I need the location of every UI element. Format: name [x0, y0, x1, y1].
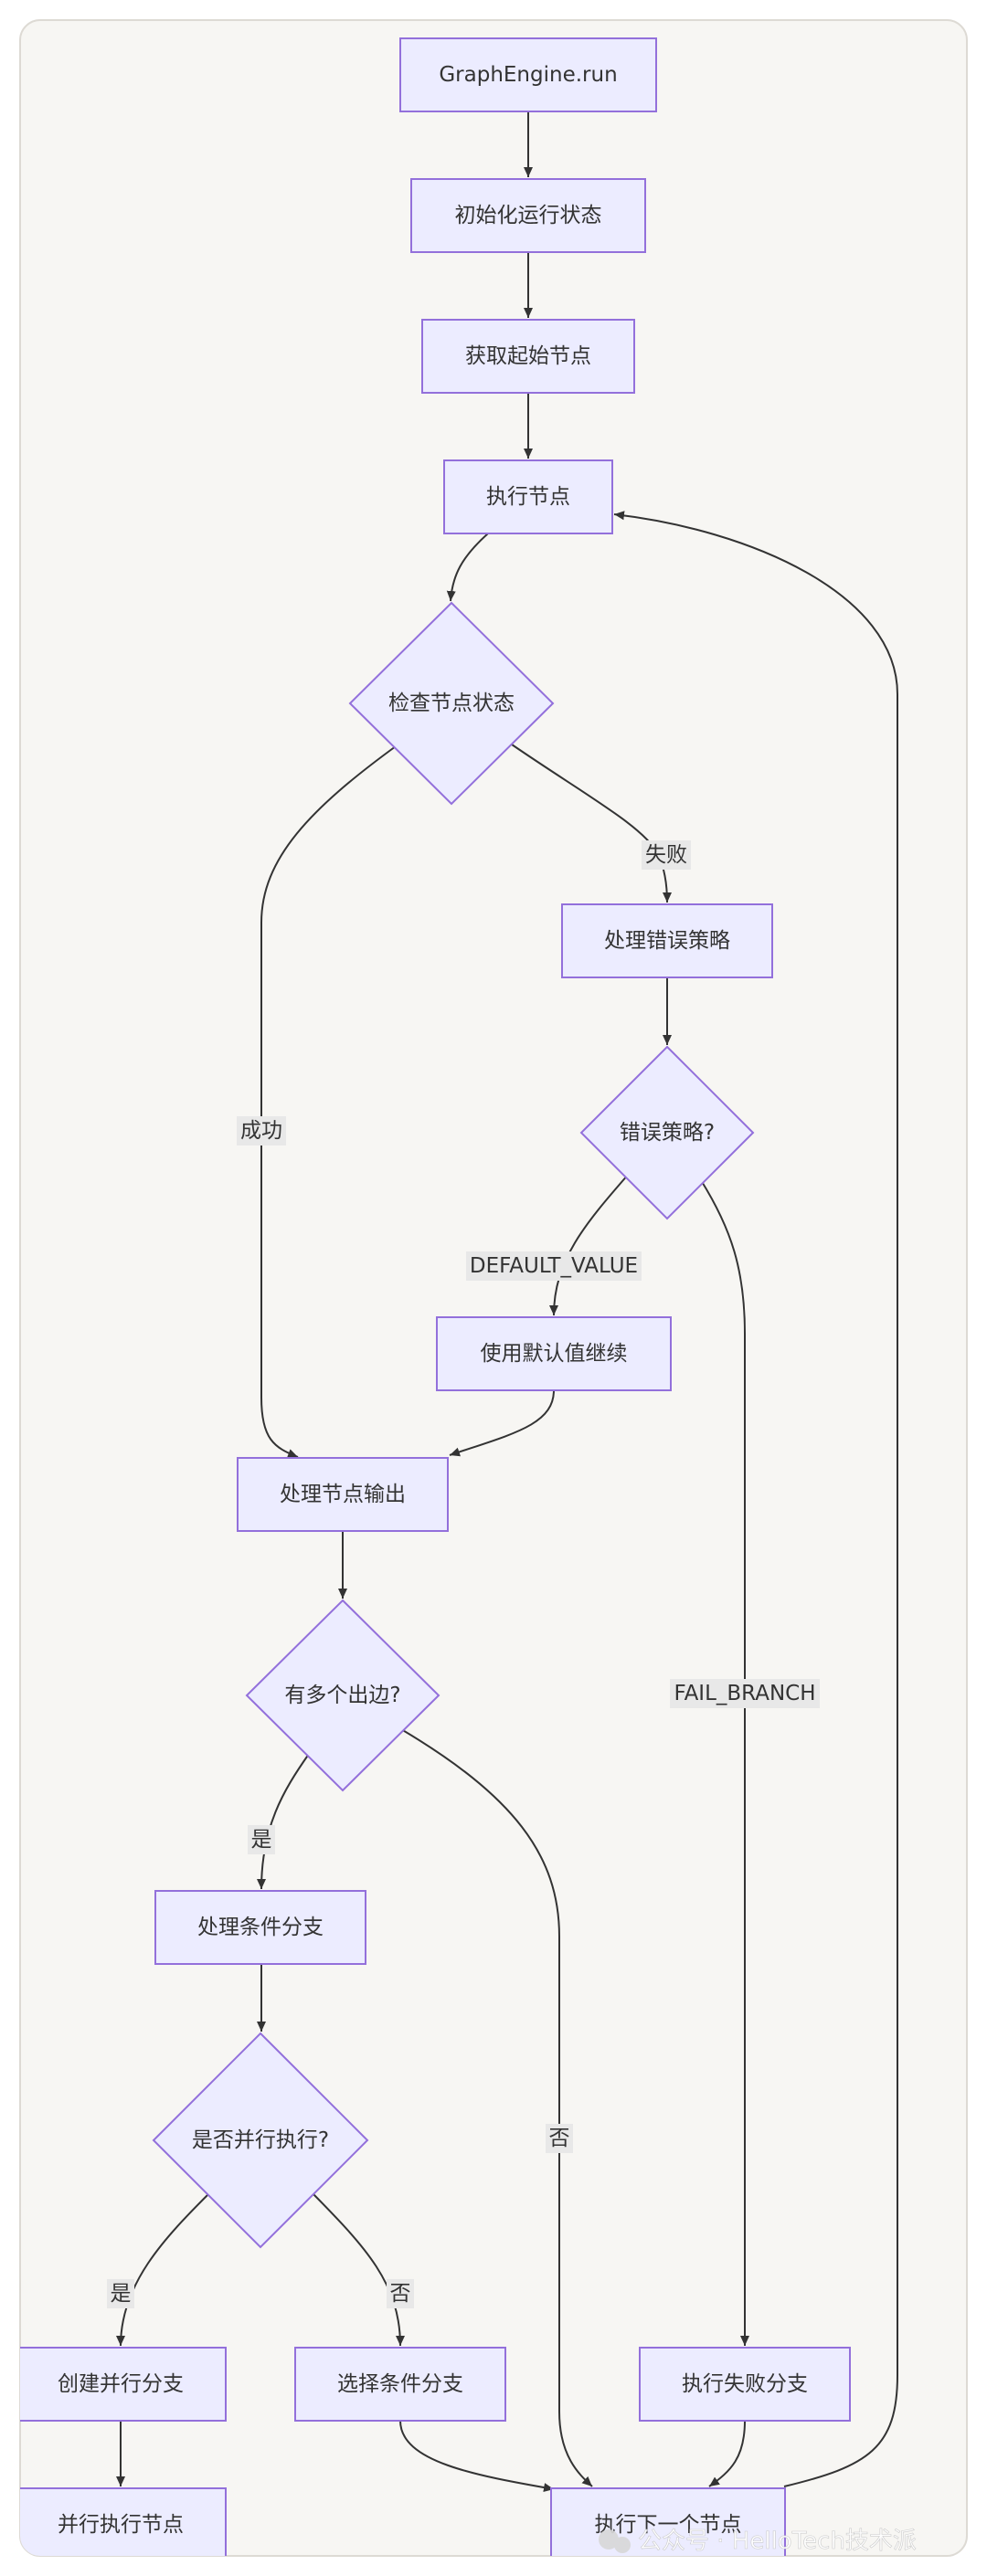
- node-label: 执行节点: [486, 485, 570, 509]
- edge-select-to-next: [399, 2420, 555, 2493]
- node-get-start-node: 获取起始节点: [421, 319, 635, 394]
- node-handle-error-strategy: 处理错误策略: [561, 903, 773, 978]
- svg-text:FAIL_BRANCH: FAIL_BRANCH: [674, 1682, 815, 1705]
- edge-check-to-processoutput: [260, 745, 397, 1458]
- watermark: 公众号 · HelloTech技术派: [599, 2528, 917, 2555]
- svg-text:是: 是: [251, 1828, 272, 1852]
- node-label: 选择条件分支: [337, 2372, 463, 2396]
- decision-label: 错误策略?: [620, 1121, 715, 1145]
- svg-text:否: 否: [390, 2282, 411, 2306]
- edge-execute-to-check: [446, 533, 489, 602]
- decision-parallel-execute: 是否并行执行?: [152, 2032, 369, 2249]
- edge-default-to-processoutput: [449, 1389, 555, 1457]
- node-init-state: 初始化运行状态: [410, 178, 646, 253]
- wechat-icon-secondary: [614, 2537, 631, 2553]
- edge-strategy-to-default: [549, 1173, 630, 1316]
- node-label: 执行下一个节点: [595, 2513, 742, 2537]
- node-label: GraphEngine.run: [439, 63, 617, 87]
- node-execute-node: 执行节点: [443, 459, 613, 534]
- node-execute-fail-branch: 执行失败分支: [639, 2347, 851, 2422]
- edge-parallel-to-select: [311, 2191, 405, 2347]
- node-label: 创建并行分支: [58, 2372, 184, 2396]
- decision-label: 是否并行执行?: [192, 2128, 329, 2152]
- node-graphengine-run: GraphEngine.run: [399, 37, 657, 112]
- decision-error-strategy: 错误策略?: [579, 1045, 755, 1220]
- wechat-icon: [599, 2529, 619, 2550]
- edge-label-yes-parallel: 是: [107, 2279, 134, 2308]
- edge-label-no-parallel: 否: [387, 2279, 414, 2308]
- node-label: 执行失败分支: [682, 2372, 808, 2396]
- edge-multi-to-next: [400, 1728, 593, 2487]
- decision-label: 有多个出边?: [284, 1684, 400, 1707]
- node-label: 并行执行节点: [58, 2513, 184, 2537]
- node-create-parallel-branch: 创建并行分支: [20, 2347, 227, 2422]
- edge-multi-to-handlecond: [257, 1753, 310, 1890]
- node-label: 初始化运行状态: [455, 204, 602, 227]
- node-use-default-continue: 使用默认值继续: [436, 1316, 672, 1391]
- decision-label: 检查节点状态: [388, 692, 515, 715]
- diagram-panel: [19, 19, 968, 2557]
- node-select-condition-branch: 选择条件分支: [294, 2347, 506, 2422]
- node-process-node-output: 处理节点输出: [237, 1457, 449, 1532]
- node-label: 获取起始节点: [465, 344, 591, 368]
- decision-check-node-status: 检查节点状态: [348, 601, 555, 806]
- node-parallel-execute-nodes: 并行执行节点: [20, 2487, 227, 2556]
- edge-failbranch-to-next: [708, 2420, 746, 2487]
- edge-parallel-to-create: [116, 2191, 211, 2347]
- edge-check-to-handleerror: [511, 744, 672, 903]
- edge-label-default-value: DEFAULT_VALUE: [466, 1251, 642, 1281]
- edge-label-success: 成功: [237, 1116, 286, 1145]
- edge-label-fail: 失败: [642, 840, 691, 870]
- svg-text:成功: 成功: [240, 1119, 282, 1143]
- svg-text:是: 是: [111, 2282, 132, 2306]
- svg-text:否: 否: [549, 2127, 570, 2150]
- edges: [116, 111, 898, 2493]
- edge-strategy-to-failbranch: [700, 1179, 749, 2346]
- node-handle-condition-branch: 处理条件分支: [154, 1890, 366, 1965]
- node-label: 处理条件分支: [197, 1916, 324, 1939]
- edge-label-yes-multi: 是: [248, 1825, 275, 1854]
- edge-label-no-multi: 否: [546, 2124, 573, 2153]
- svg-text:DEFAULT_VALUE: DEFAULT_VALUE: [470, 1254, 638, 1278]
- node-label: 处理错误策略: [604, 929, 730, 953]
- node-label: 使用默认值继续: [481, 1342, 628, 1366]
- decision-multiple-out-edges: 有多个出边?: [245, 1599, 440, 1792]
- node-label: 处理节点输出: [280, 1483, 406, 1506]
- watermark-text: 公众号 · HelloTech技术派: [638, 2528, 917, 2555]
- node-execute-next-node: 执行下一个节点: [550, 2487, 786, 2556]
- edge-label-fail-branch: FAIL_BRANCH: [670, 1679, 820, 1708]
- svg-text:失败: 失败: [645, 843, 687, 867]
- edge-next-to-execute-loop: [613, 511, 898, 2487]
